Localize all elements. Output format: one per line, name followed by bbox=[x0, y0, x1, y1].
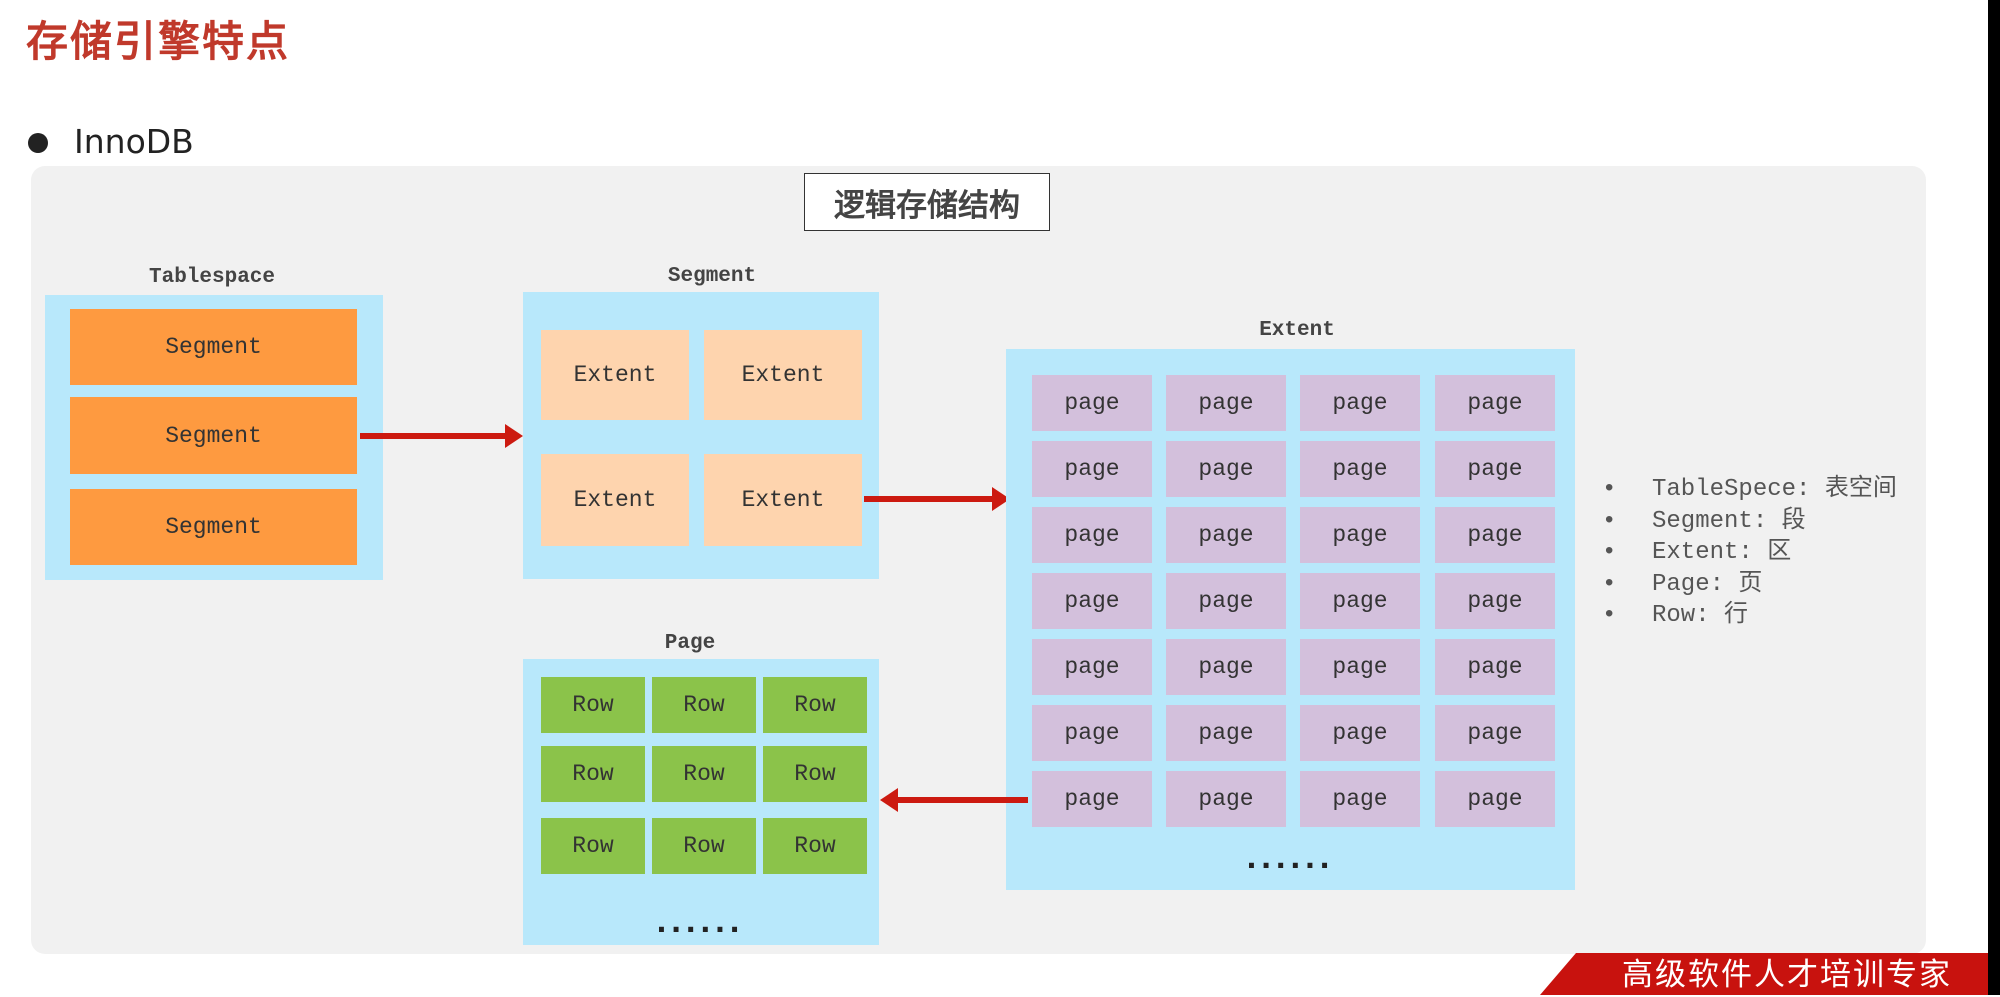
diagram-title: 逻辑存储结构 bbox=[804, 173, 1050, 231]
bullet-icon bbox=[28, 133, 48, 153]
legend-item: •TableSpece: 表空间 bbox=[1602, 476, 1897, 503]
page-block: page bbox=[1435, 441, 1555, 497]
bullet-innodb: InnoDB bbox=[74, 122, 194, 161]
more-rows: ...... bbox=[656, 906, 744, 939]
extent-block: Extent bbox=[541, 330, 689, 420]
page-block: page bbox=[1166, 507, 1286, 563]
page-block: page bbox=[1300, 705, 1420, 761]
more-pages: ...... bbox=[1246, 842, 1334, 875]
page-block: page bbox=[1166, 639, 1286, 695]
page-block: page bbox=[1166, 375, 1286, 431]
page-block: page bbox=[1032, 375, 1152, 431]
page-block: page bbox=[1032, 507, 1152, 563]
legend-item: •Page: 页 bbox=[1602, 570, 1763, 598]
page-block: page bbox=[1300, 639, 1420, 695]
arrow-head-icon bbox=[880, 788, 898, 812]
page-block: page bbox=[1032, 441, 1152, 497]
arrow-tablespace-to-segment bbox=[360, 433, 508, 439]
segment-block: Segment bbox=[70, 489, 357, 565]
page-block: page bbox=[1166, 705, 1286, 761]
legend: •TableSpece: 表空间 •Segment: 段 •Extent: 区 … bbox=[1602, 474, 1897, 632]
extent-block: Extent bbox=[704, 454, 862, 546]
page-block: page bbox=[1300, 573, 1420, 629]
segment-block: Segment bbox=[70, 397, 357, 474]
page-block: page bbox=[1435, 639, 1555, 695]
page-block: page bbox=[1032, 573, 1152, 629]
extent-block: Extent bbox=[541, 454, 689, 546]
row-block: Row bbox=[763, 818, 867, 874]
extent-label: Extent bbox=[1259, 319, 1335, 342]
row-block: Row bbox=[652, 818, 756, 874]
extent-block: Extent bbox=[704, 330, 862, 420]
page-block: page bbox=[1435, 705, 1555, 761]
page-block: page bbox=[1166, 771, 1286, 827]
row-block: Row bbox=[763, 677, 867, 733]
segment-label: Segment bbox=[667, 265, 757, 288]
page-block: page bbox=[1300, 771, 1420, 827]
row-block: Row bbox=[541, 818, 645, 874]
page-label: Page bbox=[664, 632, 716, 655]
page-block: page bbox=[1032, 639, 1152, 695]
page-block: page bbox=[1435, 771, 1555, 827]
arrow-extent-to-page bbox=[896, 797, 1028, 803]
arrow-head-icon bbox=[992, 487, 1010, 511]
page-block: page bbox=[1300, 507, 1420, 563]
row-block: Row bbox=[652, 677, 756, 733]
row-block: Row bbox=[541, 677, 645, 733]
page-block: page bbox=[1166, 573, 1286, 629]
legend-item: •Segment: 段 bbox=[1602, 507, 1806, 535]
arrow-segment-to-extent bbox=[864, 496, 994, 502]
row-block: Row bbox=[652, 746, 756, 802]
page-block: page bbox=[1435, 507, 1555, 563]
page-block: page bbox=[1032, 705, 1152, 761]
window-edge bbox=[1988, 0, 2000, 995]
page-block: page bbox=[1300, 441, 1420, 497]
page-block: page bbox=[1435, 375, 1555, 431]
tablespace-label: Tablespace bbox=[148, 266, 276, 289]
row-block: Row bbox=[541, 746, 645, 802]
page-title: 存储引擎特点 bbox=[26, 17, 291, 66]
footer-banner: 高级软件人才培训专家 bbox=[1540, 953, 1990, 995]
page-block: page bbox=[1435, 573, 1555, 629]
arrow-head-icon bbox=[505, 424, 523, 448]
row-block: Row bbox=[763, 746, 867, 802]
legend-item: •Row: 行 bbox=[1602, 602, 1749, 629]
page-block: page bbox=[1300, 375, 1420, 431]
segment-block: Segment bbox=[70, 309, 357, 385]
page-block: page bbox=[1166, 441, 1286, 497]
legend-item: •Extent: 区 bbox=[1602, 539, 1792, 566]
page-block: page bbox=[1032, 771, 1152, 827]
